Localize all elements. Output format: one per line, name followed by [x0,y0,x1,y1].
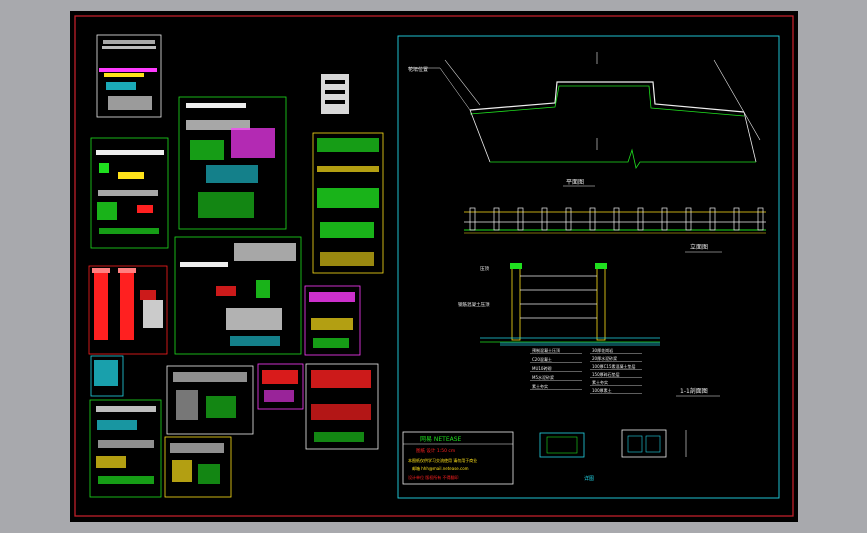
section-left-tag: 钢筋混凝土压顶 [458,301,490,308]
elevation-view-title: 立面图 [690,243,708,251]
plan-view-title: 平面图 [566,179,584,186]
plan-callout: 花坛位置 [408,66,428,73]
detail-frame[interactable] [257,363,304,410]
section-view[interactable]: 压顶 钢筋混凝土压顶 预制混凝土压顶C20混凝土MU10砖砌M5水泥砂浆素土夯实… [458,263,720,397]
title-line-3: 本图纸仅供学习交流使用 请勿用于商业 [408,457,477,463]
small-detail-drawings[interactable]: 详图 [539,429,687,482]
elevation-view[interactable]: 立面图 [464,207,766,253]
section-note: M5水泥砂浆 [532,374,554,380]
detail-group-left [88,34,384,498]
detail-frame[interactable] [312,132,384,274]
section-note: 素土夯实 [592,379,608,385]
sheet-border [74,15,794,517]
detail-frame[interactable] [90,137,169,249]
fence-post [661,207,668,231]
detail-frame[interactable] [164,436,232,498]
section-note: 30厚花岗岩 [592,347,613,353]
detail-frame[interactable] [174,236,302,355]
section-note: 20厚水泥砂浆 [592,355,617,361]
detail-frame[interactable] [166,365,254,435]
detail-frame[interactable] [89,399,162,498]
detail-frame[interactable] [178,96,287,230]
fence-post [685,207,692,231]
detail-frame[interactable] [90,355,124,397]
section-note: MU10砖砌 [532,365,551,371]
fence-post [469,207,476,231]
detail-frame[interactable] [305,363,379,450]
small-detail-title: 详图 [584,475,594,482]
fence-posts [469,207,764,231]
fence-post [493,207,500,231]
title-block[interactable]: 网易 NETEASE 图纸 设计 1:50 cm 本图纸仅供学习交流使用 请勿用… [402,431,514,485]
section-note: 100厚素土 [592,387,612,393]
fence-post [541,207,548,231]
plan-view[interactable]: 花坛位置 平面图 [408,52,761,187]
section-view-title: 1-1剖面图 [680,387,708,395]
detail-frame[interactable] [304,285,361,356]
title-line-1: 网易 NETEASE [420,436,462,443]
fence-post [565,207,572,231]
section-note: 预制混凝土压顶 [532,347,560,353]
fence-post [709,207,716,231]
fence-post [589,207,596,231]
section-top-tag: 压顶 [480,266,489,272]
fence-post [757,207,764,231]
fence-post [613,207,620,231]
detail-frame[interactable] [88,265,168,355]
fence-post [637,207,644,231]
main-drawing-frame[interactable] [397,35,780,499]
section-note: C20混凝土 [532,356,552,362]
section-note: 100厚C15素混凝土垫层 [592,363,636,369]
fence-post [517,207,524,231]
detail-frame[interactable] [96,34,162,118]
section-note: 150厚碎石垫层 [592,371,620,377]
title-line-4: 邮箱 hhh@mail.netease.com [412,465,469,471]
section-note: 素土夯实 [532,383,548,389]
title-line-2: 图纸 设计 1:50 cm [416,447,455,454]
fence-post [733,207,740,231]
title-line-5: 设计单位 版权所有 不得翻印 [408,474,459,480]
